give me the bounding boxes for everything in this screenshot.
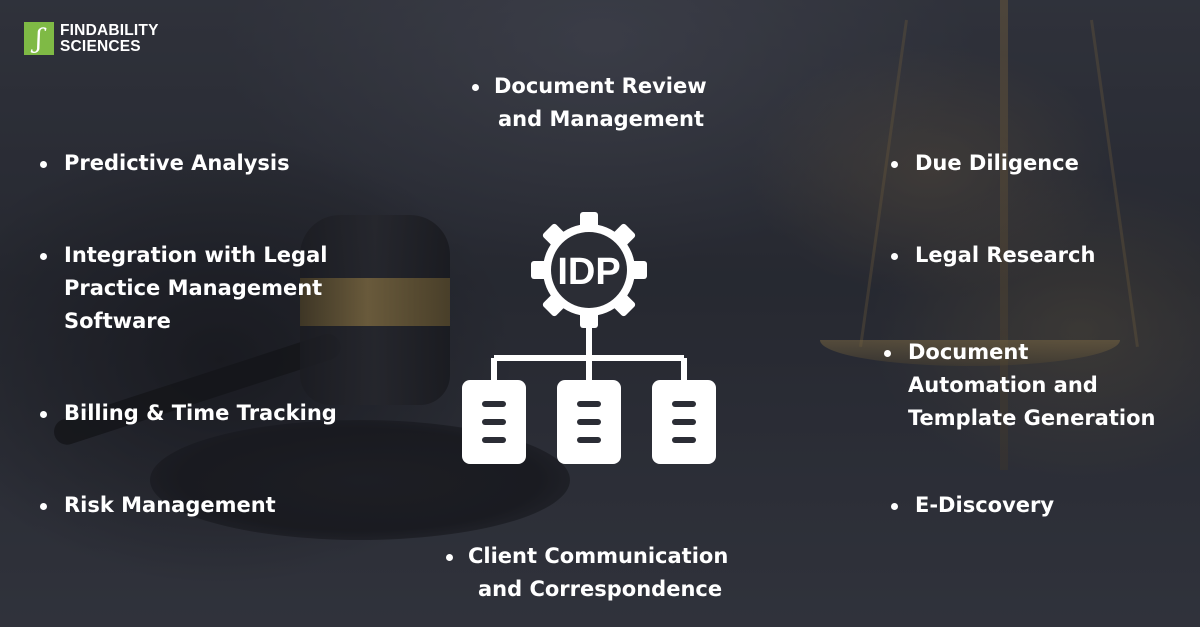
logo-glyph: ʃ: [35, 23, 43, 54]
bullet-dot: [40, 253, 47, 260]
feature-item-client-communication: Client Communication and Correspondence: [446, 540, 729, 606]
feature-line: Document: [908, 340, 1029, 364]
gear-icon: [531, 212, 647, 328]
feature-line: and Correspondence: [478, 577, 723, 601]
bullet-dot: [884, 350, 891, 357]
idp-diagram: IDP: [455, 210, 725, 470]
feature-line: Client Communication: [468, 544, 729, 568]
idp-diagram-graphic: IDP: [462, 212, 716, 464]
logo-line-1: FINDABILITY: [60, 21, 159, 39]
bullet-dot: [891, 161, 898, 168]
feature-line: E-Discovery: [915, 493, 1055, 517]
feature-line: Risk Management: [64, 493, 276, 517]
logo-line-2: SCIENCES: [60, 37, 141, 55]
feature-line: Integration with Legal: [64, 243, 328, 267]
feature-item-document-automation: Document Automation and Template Generat…: [884, 336, 1155, 435]
document-stack-icon: [652, 380, 716, 464]
feature-line: Software: [64, 309, 171, 333]
brand-logo: ʃ FINDABILITY SCIENCES: [24, 22, 159, 55]
bullet-dot: [40, 411, 47, 418]
bullet-dot: [446, 554, 453, 561]
feature-item-integration: Integration with Legal Practice Manageme…: [40, 239, 327, 338]
gavel-band-decoration: [300, 278, 450, 326]
document-stack-icon: [557, 380, 621, 464]
connector-lines: [491, 322, 687, 382]
feature-line: Due Diligence: [915, 151, 1079, 175]
bullet-dot: [891, 503, 898, 510]
feature-line: Document Review: [494, 74, 707, 98]
feature-item-due-diligence: Due Diligence: [891, 147, 1079, 180]
feature-item-predictive-analysis: Predictive Analysis: [40, 147, 290, 180]
document-stack-icon: [462, 380, 526, 464]
feature-item-document-review: Document Review and Management: [472, 70, 707, 136]
logo-mark-icon: ʃ: [24, 22, 54, 55]
center-label: IDP: [557, 251, 620, 293]
bullet-dot: [891, 253, 898, 260]
feature-line: Automation and: [908, 373, 1098, 397]
feature-line: Template Generation: [908, 406, 1156, 430]
feature-line: Billing & Time Tracking: [64, 401, 337, 425]
bullet-dot: [472, 84, 479, 91]
feature-line: Practice Management: [64, 276, 323, 300]
feature-item-e-discovery: E-Discovery: [891, 489, 1054, 522]
bullet-dot: [40, 161, 47, 168]
feature-line: and Management: [498, 107, 705, 131]
feature-item-legal-research: Legal Research: [891, 239, 1095, 272]
scale-pole-decoration: [1000, 0, 1008, 470]
feature-item-risk-management: Risk Management: [40, 489, 276, 522]
feature-line: Predictive Analysis: [64, 151, 290, 175]
logo-wordmark: FINDABILITY SCIENCES: [60, 21, 159, 55]
bullet-dot: [40, 503, 47, 510]
feature-line: Legal Research: [915, 243, 1096, 267]
feature-item-billing: Billing & Time Tracking: [40, 397, 337, 430]
